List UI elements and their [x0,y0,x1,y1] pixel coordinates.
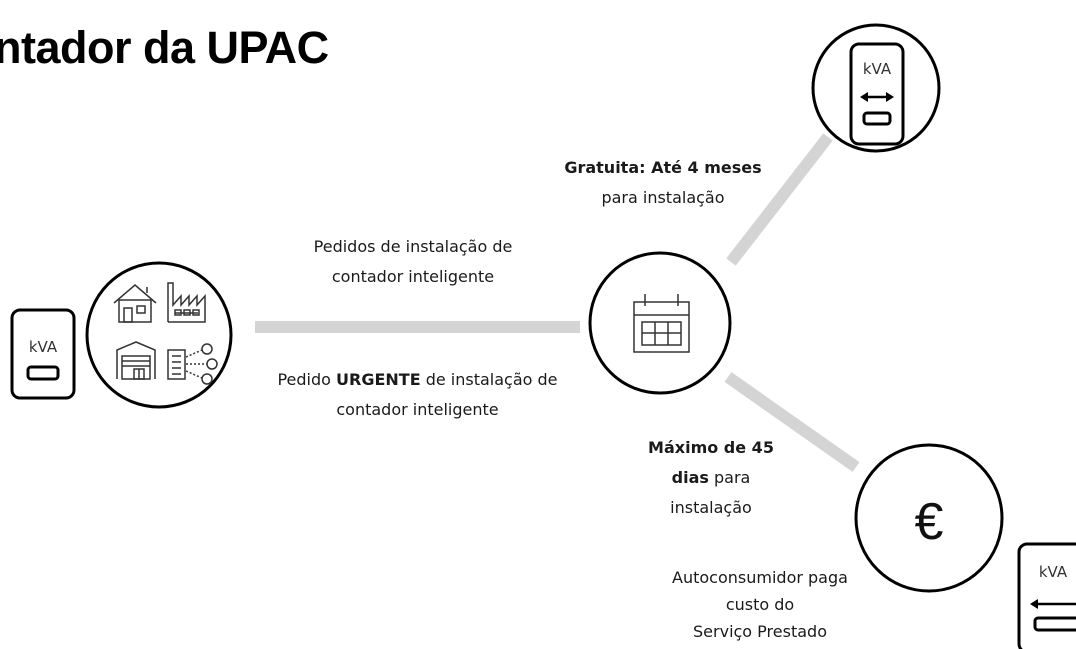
self-consumer-pays-label: Autoconsumidor paga custo do Serviço Pre… [640,564,880,645]
meter-left-unit: kVA [29,338,58,356]
smart-meter-circle: kVA [811,23,941,153]
max-days-heading: Máximo de 45 [648,438,774,457]
urgent-request-label: Pedido URGENTE de instalação de contador… [245,365,590,425]
calendar-icon [633,294,690,353]
smart-meter-bottom-unit: kVA [1039,563,1068,581]
warehouse-icon [116,341,156,380]
urgent-keyword: URGENTE [336,370,421,389]
urgent-request-line2: contador inteligente [336,400,499,419]
office-users-icon [167,343,218,385]
max-days-label: Máximo de 45 dias para instalação [622,433,800,523]
house-icon [113,284,157,323]
free-installation-subtext: para instalação [601,188,725,207]
self-consumer-line1: Autoconsumidor paga [672,568,848,587]
urgent-request-suffix: de instalação de [420,370,558,389]
smart-meter-unit: kVA [863,60,892,78]
free-installation-heading: Gratuita: Até 4 meses [564,158,762,177]
installation-request-line2: contador inteligente [331,267,495,286]
urgent-request-prefix: Pedido [277,370,337,389]
meter-left-icon: kVA [10,308,76,400]
smart-meter-bottom-icon: kVA [1017,542,1076,649]
consumers-circle [85,261,233,409]
connector-calendar-to-top [726,133,833,266]
calendar-circle [588,251,732,395]
page-title: ntador da UPAC [0,22,329,73]
max-days-installation: instalação [670,498,752,517]
max-days-days: dias [671,468,709,487]
euro-icon: € [915,493,944,551]
max-days-para: para [708,468,751,487]
installation-request-line1: Pedidos de instalação de [313,237,513,256]
euro-circle: € [854,443,1004,593]
connector-lines [255,133,860,472]
self-consumer-line2: custo do [725,595,795,614]
installation-request-label: Pedidos de instalação de contador inteli… [268,232,558,292]
connector-calendar-to-euro [724,372,860,472]
smart-meter-icon: kVA [849,42,905,146]
self-consumer-line3: Serviço Prestado [693,622,827,641]
factory-icon [167,282,206,323]
free-installation-label: Gratuita: Até 4 meses para instalação [548,153,778,213]
